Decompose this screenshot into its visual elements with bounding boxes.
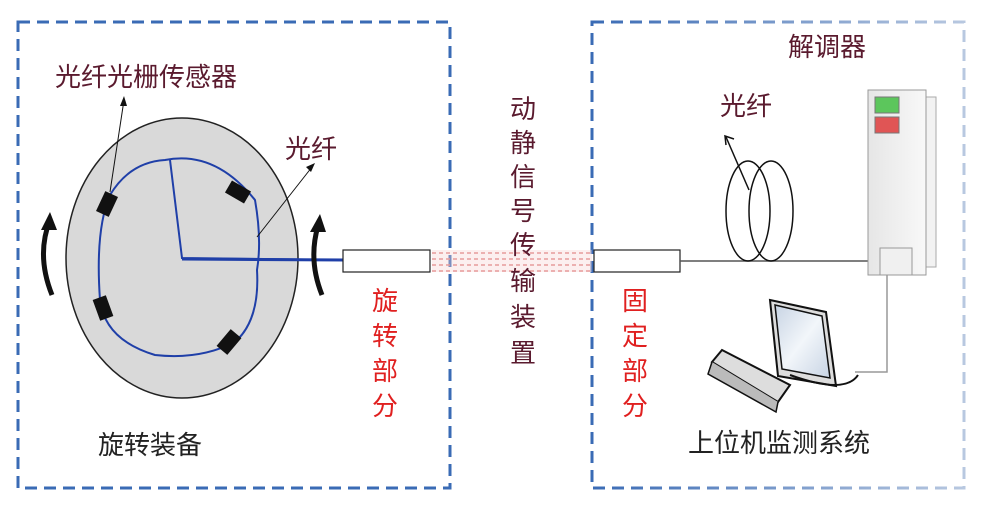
fbg-sensor — [96, 191, 118, 217]
rotation-arrow-icon — [311, 225, 325, 296]
fiber-label-left: 光纤 — [285, 135, 337, 165]
sensor-pointer-arrow — [109, 99, 125, 193]
fiber-pointer-arrow — [256, 166, 313, 238]
rotation-arrow-icon — [40, 219, 55, 296]
svg-text:分: 分 — [622, 392, 648, 422]
rotating-equipment-label: 旋转装备 — [98, 431, 202, 461]
svg-text:动: 动 — [510, 95, 536, 125]
signal-transmission-link — [432, 252, 592, 272]
svg-text:转: 转 — [372, 322, 398, 352]
svg-text:输: 输 — [510, 267, 536, 297]
rotating-disk — [65, 117, 346, 399]
host-monitoring-label: 上位机监测系统 — [688, 429, 870, 459]
rotating-section-box — [16, 20, 452, 490]
fbg-sensor-label: 光纤光栅传感器 — [55, 63, 237, 93]
demodulator-device — [867, 89, 937, 276]
transmission-device-label: 动 静 信 号 传 输 装 置 — [510, 95, 536, 369]
fbg-sensor — [92, 295, 114, 321]
svg-text:号: 号 — [510, 197, 536, 227]
svg-text:部: 部 — [622, 357, 648, 387]
fbg-sensor — [224, 180, 252, 204]
computer-icon — [707, 298, 859, 414]
svg-text:装: 装 — [510, 303, 536, 333]
fiber-coil-icon — [724, 134, 794, 262]
green-indicator — [874, 96, 900, 114]
rotation-arrowhead-icon — [41, 212, 57, 230]
rotating-part-label: 旋 转 部 分 — [372, 287, 398, 422]
fbg-sensor — [216, 329, 242, 355]
svg-text:置: 置 — [510, 339, 536, 369]
svg-text:固: 固 — [622, 287, 648, 317]
svg-text:定: 定 — [622, 322, 648, 352]
data-cable — [855, 275, 888, 373]
rotor-connector — [342, 249, 431, 273]
svg-text:分: 分 — [372, 392, 398, 422]
svg-text:信: 信 — [510, 163, 536, 193]
svg-text:静: 静 — [510, 129, 536, 159]
fixed-part-label: 固 定 部 分 — [622, 287, 648, 422]
red-indicator — [874, 116, 900, 134]
svg-text:部: 部 — [372, 357, 398, 387]
svg-text:旋: 旋 — [372, 287, 398, 317]
stator-connector — [593, 249, 681, 273]
fiber-label-right: 光纤 — [720, 92, 772, 122]
svg-text:传: 传 — [510, 231, 536, 261]
demodulator-label: 解调器 — [788, 33, 866, 63]
